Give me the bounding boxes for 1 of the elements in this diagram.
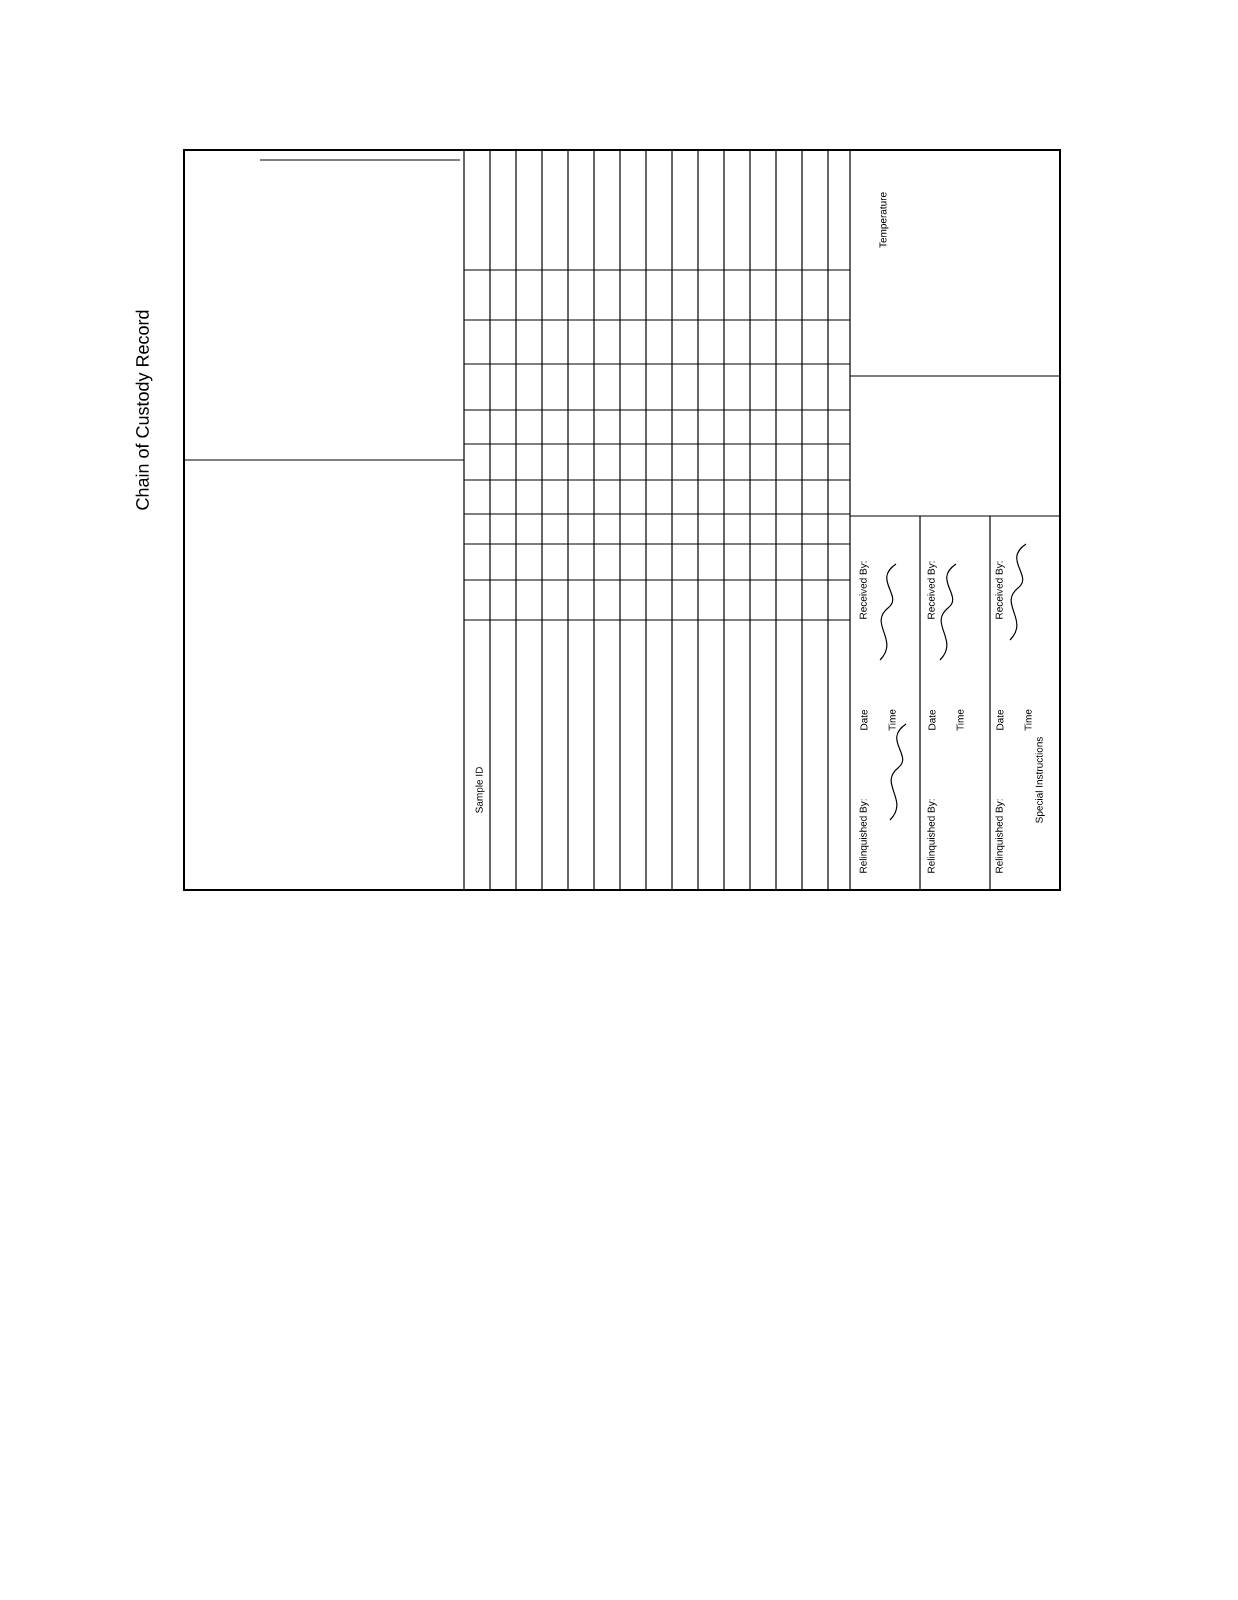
form-title: Chain of Custody Record	[135, 310, 153, 510]
